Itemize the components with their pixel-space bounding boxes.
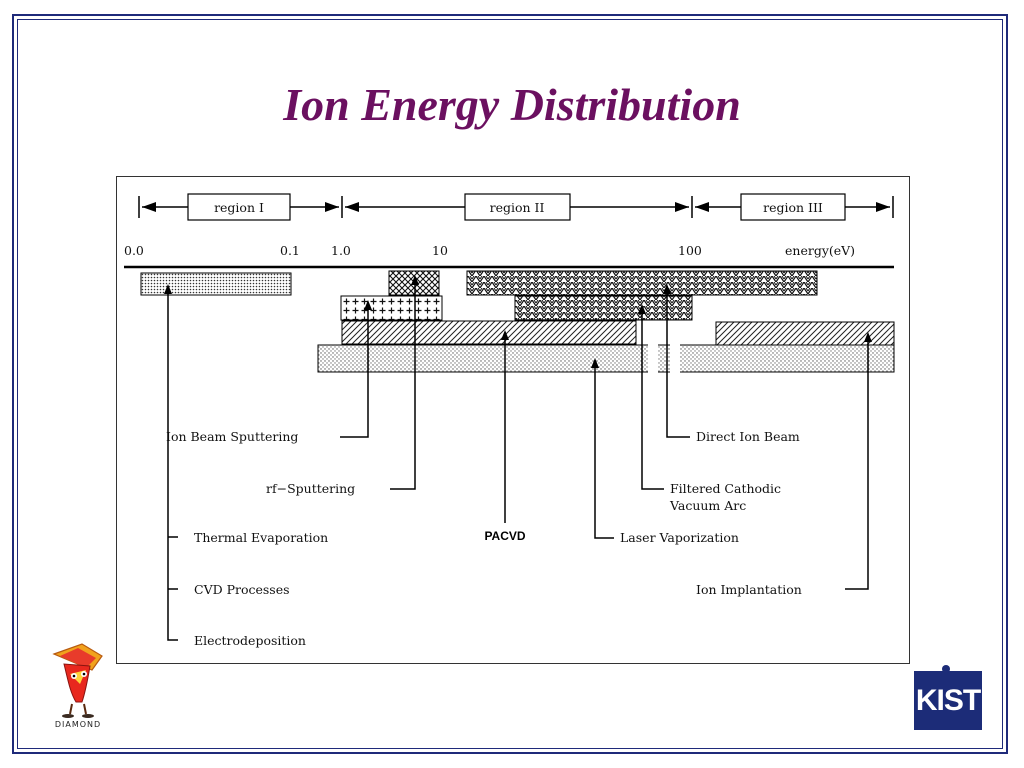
bar-laser-vaporization <box>317 344 895 373</box>
region-2-label: region II <box>490 200 545 215</box>
bar-filtered-arc <box>514 295 693 321</box>
bar-gap-1 <box>648 344 658 373</box>
label-ion-implantation: Ion Implantation <box>696 582 802 597</box>
ion-energy-diagram <box>116 176 910 664</box>
label-thermal-evaporation: Thermal Evaporation <box>194 530 328 545</box>
leader-lines <box>167 281 869 641</box>
tick-label-3: 10 <box>432 243 448 258</box>
region-brackets <box>138 193 894 221</box>
slide-title: Ion Energy Distribution <box>283 79 741 130</box>
label-direct-ion-beam: Direct Ion Beam <box>696 429 800 444</box>
kist-logo-box: KIST <box>914 671 982 730</box>
label-filtered-arc-line2: Vacuum Arc <box>669 498 746 513</box>
bar-direct-ion-beam <box>466 270 818 296</box>
diamond-logo: DIAMOND <box>40 640 116 732</box>
kist-logo-text: KIST <box>915 683 981 717</box>
diamond-mascot-icon <box>52 643 103 718</box>
bar-pacvd <box>341 320 637 345</box>
region-3-label: region III <box>763 200 823 215</box>
label-electrodeposition: Electrodeposition <box>194 633 306 648</box>
kist-logo: KIST <box>914 665 982 730</box>
slide-frame-inner <box>17 19 1003 749</box>
tick-label-0: 0.0 <box>124 243 144 258</box>
region-1-label: region I <box>214 200 264 215</box>
bar-thermal-evaporation <box>140 272 292 296</box>
bar-ion-beam-sputtering <box>340 295 443 321</box>
bar-gap-2 <box>670 344 680 373</box>
diamond-logo-text: DIAMOND <box>54 720 102 729</box>
label-filtered-arc-line1: Filtered Cathodic <box>670 481 781 496</box>
label-laser-vaporization: Laser Vaporization <box>620 530 739 545</box>
tick-label-4: 100 <box>678 243 702 258</box>
label-ion-beam-sputtering: Ion Beam Sputtering <box>166 429 298 444</box>
kist-logo-dot <box>942 665 950 673</box>
leader-arrowheads <box>164 275 872 368</box>
label-pacvd: PACVD <box>484 529 525 543</box>
label-cvd-processes: CVD Processes <box>194 582 290 597</box>
tick-label-1: 0.1 <box>280 243 300 258</box>
axis-unit-label: energy(eV) <box>785 243 855 258</box>
label-rf-sputtering: rf−Sputtering <box>266 481 355 496</box>
tick-label-2: 1.0 <box>331 243 351 258</box>
slide-frame-outer <box>12 14 1008 754</box>
